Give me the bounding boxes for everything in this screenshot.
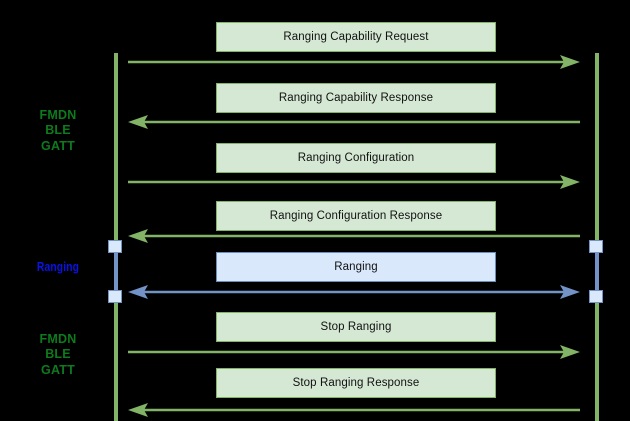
arrow-stop-ranging [128, 344, 580, 360]
message-label: Stop Ranging Response [292, 377, 420, 389]
activation-left-end [108, 290, 122, 303]
message-box-stop-ranging-response: Stop Ranging Response [216, 368, 496, 398]
left-lifeline-green-upper [114, 53, 118, 247]
right-lifeline-blue-ranging [595, 246, 599, 296]
arrow-ranging-bidirectional [128, 284, 580, 300]
arrow-ranging-capability-response [128, 114, 580, 130]
activation-left-start [108, 240, 122, 253]
message-box-ranging-capability-response: Ranging Capability Response [216, 83, 496, 113]
message-label: Ranging Capability Request [283, 31, 429, 43]
activation-right-end [589, 290, 603, 303]
message-label: Ranging Configuration [297, 152, 415, 164]
message-box-ranging-configuration-response: Ranging Configuration Response [216, 201, 496, 231]
message-box-ranging-capability-request: Ranging Capability Request [216, 22, 496, 52]
message-label: Ranging Configuration Response [269, 210, 443, 222]
message-label: Stop Ranging [320, 321, 392, 333]
message-label: Ranging [334, 261, 378, 273]
phase-label-fmdn-bottom: FMDN BLE GATT [39, 332, 77, 377]
phase-label-fmdn-top: FMDN BLE GATT [39, 108, 77, 153]
message-box-ranging: Ranging [216, 252, 496, 282]
phase-label-ranging: Ranging [36, 260, 80, 274]
message-label: Ranging Capability Response [278, 92, 434, 104]
arrow-ranging-configuration [128, 174, 580, 190]
arrow-stop-ranging-response [128, 402, 580, 418]
right-lifeline-green-lower [595, 295, 599, 421]
left-lifeline-blue-ranging [114, 246, 118, 296]
message-box-stop-ranging: Stop Ranging [216, 312, 496, 342]
right-lifeline-green-upper [595, 53, 599, 247]
arrow-ranging-capability-request [128, 54, 580, 70]
message-box-ranging-configuration: Ranging Configuration [216, 143, 496, 173]
activation-right-start [589, 240, 603, 253]
left-lifeline-green-lower [114, 295, 118, 421]
